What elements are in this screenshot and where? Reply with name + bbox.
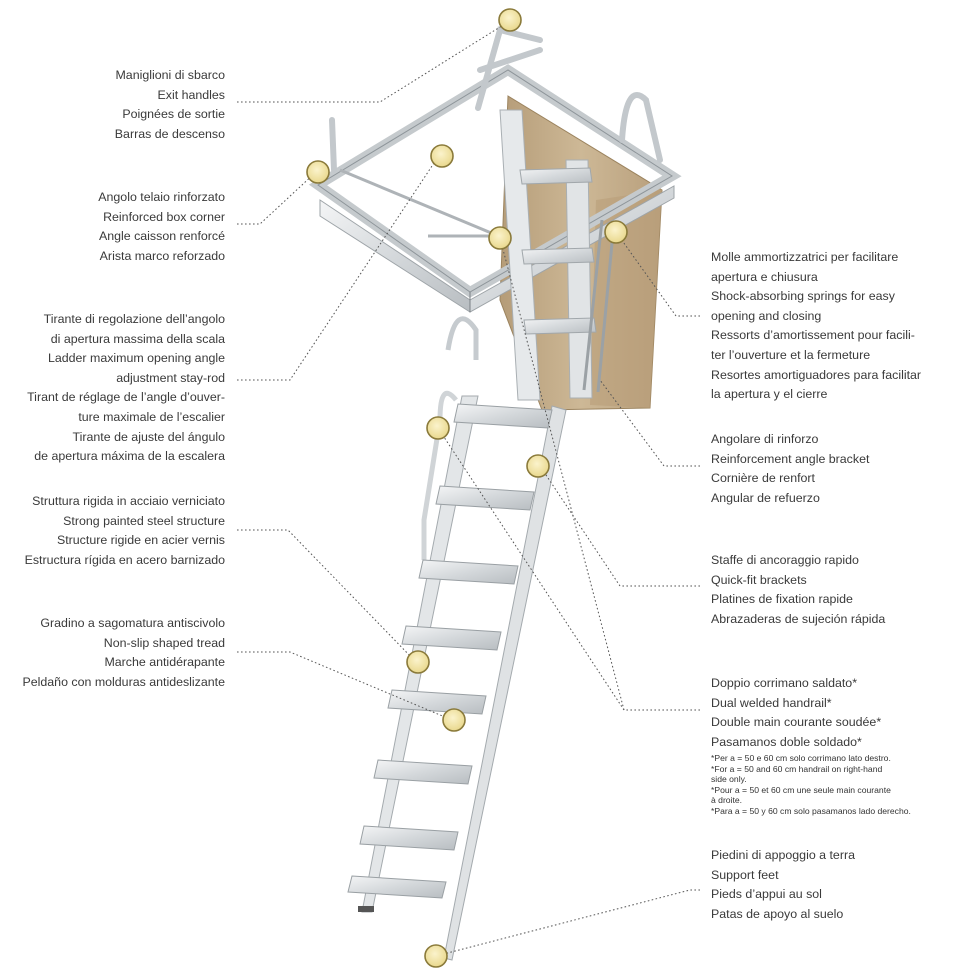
callout-line: Arista marco reforzado [98, 247, 225, 267]
callout-angle-bracket: Angolare di rinforzo Reinforcement angle… [711, 430, 869, 508]
callout-line: Peldaño con molduras antideslizante [22, 673, 225, 693]
callout-line: Poignées de sortie [115, 105, 225, 125]
callout-line: Marche antidérapante [22, 653, 225, 673]
handrail-footnotes: *Per a = 50 e 60 cm solo corrimano lato … [711, 753, 911, 817]
marker-handrail [427, 417, 449, 439]
callout-box-corner: Angolo telaio rinforzato Reinforced box … [98, 188, 225, 266]
callout-line: apertura e chiusura [711, 268, 921, 288]
callout-line: Maniglioni di sbarco [115, 66, 225, 86]
callout-exit-handles: Maniglioni di sbarco Exit handles Poigné… [115, 66, 225, 144]
callout-line: Structure rigide en acier vernis [25, 531, 225, 551]
marker-support-feet [425, 945, 447, 967]
footnote-line: à droite. [711, 795, 911, 806]
callout-line: Double main courante soudée* [711, 713, 881, 733]
callout-line: opening and closing [711, 307, 921, 327]
callout-line: Ressorts d’amortissement pour facili- [711, 326, 921, 346]
callout-line: Estructura rígida en acero barnizado [25, 551, 225, 571]
callout-line: Molle ammortizzatrici per facilitare [711, 248, 921, 268]
callout-line: Non-slip shaped tread [22, 634, 225, 654]
footnote-line: *Pour a = 50 et 60 cm une seule main cou… [711, 785, 911, 796]
callout-steel-structure: Struttura rigida in acciaio verniciato S… [25, 492, 225, 570]
callout-line: Strong painted steel structure [25, 512, 225, 532]
callout-line: Barras de descenso [115, 125, 225, 145]
marker-stay-rod [431, 145, 453, 167]
marker-non-slip [443, 709, 465, 731]
callout-line: Patas de apoyo al suelo [711, 905, 855, 925]
footnote-line: *Para a = 50 y 60 cm solo pasamanos lado… [711, 806, 911, 817]
marker-quick-fit [527, 455, 549, 477]
lower-ladder-section [348, 393, 566, 960]
callout-line: Staffe di ancoraggio rapido [711, 551, 885, 571]
callout-stay-rod: Tirante di regolazione dell’angolo di ap… [27, 310, 225, 467]
callout-support-feet: Piedini di appoggio a terra Support feet… [711, 846, 855, 924]
callout-line: Platines de fixation rapide [711, 590, 885, 610]
marker-angle-bracket-top [489, 227, 511, 249]
callout-line: Tirante de ajuste del ángulo [27, 428, 225, 448]
callout-non-slip-tread: Gradino a sagomatura antiscivolo Non-sli… [22, 614, 225, 692]
callout-line: Angolare di rinforzo [711, 430, 869, 450]
callout-line: Reinforcement angle bracket [711, 450, 869, 470]
callout-line: Pieds d’appui au sol [711, 885, 855, 905]
callout-line: de apertura máxima de la escalera [27, 447, 225, 467]
callout-line: Pasamanos doble soldado* [711, 733, 881, 753]
callout-line: Tirante di regolazione dell’angolo [27, 310, 225, 330]
callout-line: Doppio corrimano saldato* [711, 674, 881, 694]
callout-handrail: Doppio corrimano saldato* Dual welded ha… [711, 674, 881, 752]
callout-line: Resortes amortiguadores para facilitar [711, 366, 921, 386]
callout-line: Piedini di appoggio a terra [711, 846, 855, 866]
callout-line: Shock-absorbing springs for easy [711, 287, 921, 307]
callout-line: la apertura y el cierre [711, 385, 921, 405]
footnote-line: *For a = 50 and 60 cm handrail on right-… [711, 764, 911, 775]
callout-line: Support feet [711, 866, 855, 886]
callout-line: adjustment stay-rod [27, 369, 225, 389]
callout-line: Cornière de renfort [711, 469, 869, 489]
callout-line: Reinforced box corner [98, 208, 225, 228]
callout-line: Ladder maximum opening angle [27, 349, 225, 369]
marker-box-corner [307, 161, 329, 183]
footnote-line: *Per a = 50 e 60 cm solo corrimano lato … [711, 753, 911, 764]
callout-line: Dual welded handrail* [711, 694, 881, 714]
marker-springs [605, 221, 627, 243]
callout-line: ture maximale de l’escalier [27, 408, 225, 428]
footnote-line: side only. [711, 774, 911, 785]
callout-line: ter l’ouverture et la fermeture [711, 346, 921, 366]
callout-line: Angular de refuerzo [711, 489, 869, 509]
callout-line: Angolo telaio rinforzato [98, 188, 225, 208]
marker-steel-structure [407, 651, 429, 673]
callout-line: Abrazaderas de sujeción rápida [711, 610, 885, 630]
callout-line: Exit handles [115, 86, 225, 106]
callout-line: Tirant de réglage de l’angle d’ouver- [27, 388, 225, 408]
callout-line: Angle caisson renforcé [98, 227, 225, 247]
callout-springs: Molle ammortizzatrici per facilitare ape… [711, 248, 921, 405]
callout-line: Struttura rigida in acciaio verniciato [25, 492, 225, 512]
callout-line: Quick-fit brackets [711, 571, 885, 591]
callout-line: di apertura massima della scala [27, 330, 225, 350]
marker-exit-handles [499, 9, 521, 31]
callout-line: Gradino a sagomatura antiscivolo [22, 614, 225, 634]
callout-quick-fit-brackets: Staffe di ancoraggio rapido Quick-fit br… [711, 551, 885, 629]
